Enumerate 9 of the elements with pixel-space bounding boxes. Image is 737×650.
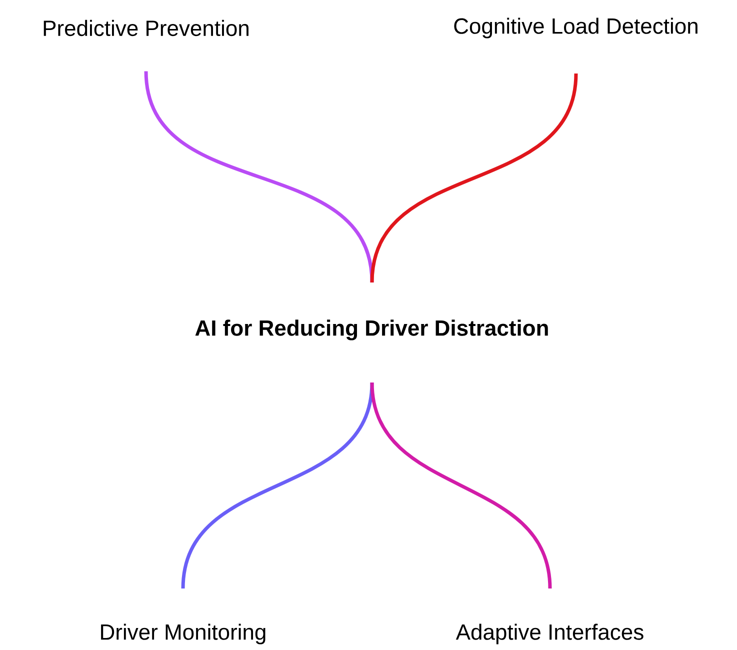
title-text: AI for Reducing Driver Distraction (195, 320, 548, 340)
curved-connector (144, 71, 374, 283)
curved-connector (370, 73, 578, 283)
curved-connector (181, 382, 374, 589)
branch-label: Driver Monitoring (101, 624, 266, 644)
branch-label: Cognitive Load Detection (454, 18, 698, 38)
curved-connector (370, 382, 552, 589)
branch-label: Predictive Prevention (44, 20, 248, 36)
branch-label: Adaptive Interfaces (456, 624, 644, 644)
